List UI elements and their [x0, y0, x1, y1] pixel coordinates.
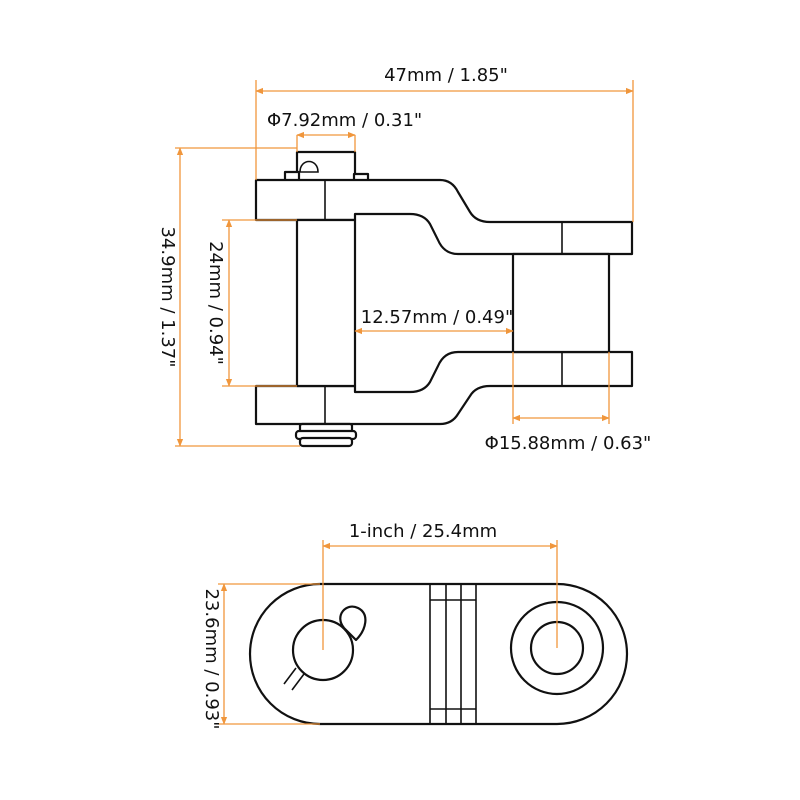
dim-overall-height: 34.9mm / 1.37": [157, 147, 300, 447]
label-roller-diameter: Φ15.88mm / 0.63": [485, 433, 652, 454]
pin-head-bottom: [294, 422, 358, 448]
dim-inner-width: 24mm / 0.94": [205, 219, 297, 387]
left-pin: [295, 218, 357, 388]
dim-overall-length: 47mm / 1.85": [255, 65, 634, 222]
dim-inner-gap: 12.57mm / 0.49": [354, 307, 514, 335]
bottom-plate: [254, 350, 634, 426]
label-pin-diameter: Φ7.92mm / 0.31": [267, 110, 422, 131]
dim-roller-diameter: Φ15.88mm / 0.63": [485, 352, 652, 454]
label-pitch: 1-inch / 25.4mm: [349, 521, 497, 542]
roller-bushing: [511, 252, 611, 354]
label-overall-length: 47mm / 1.85": [384, 65, 508, 86]
top-plate: [254, 178, 634, 256]
label-inner-gap: 12.57mm / 0.49": [361, 307, 513, 328]
dim-plate-height: 23.6mm / 0.93": [201, 583, 320, 730]
pin-head-top: [295, 150, 357, 184]
dim-pin-diameter: Φ7.92mm / 0.31": [267, 110, 422, 152]
plate-view: [248, 582, 629, 726]
side-view: [254, 150, 634, 448]
dim-pitch: 1-inch / 25.4mm: [322, 521, 558, 650]
label-inner-width: 24mm / 0.94": [205, 241, 226, 365]
label-plate-height: 23.6mm / 0.93": [201, 588, 222, 729]
label-overall-height: 34.9mm / 1.37": [157, 226, 178, 367]
